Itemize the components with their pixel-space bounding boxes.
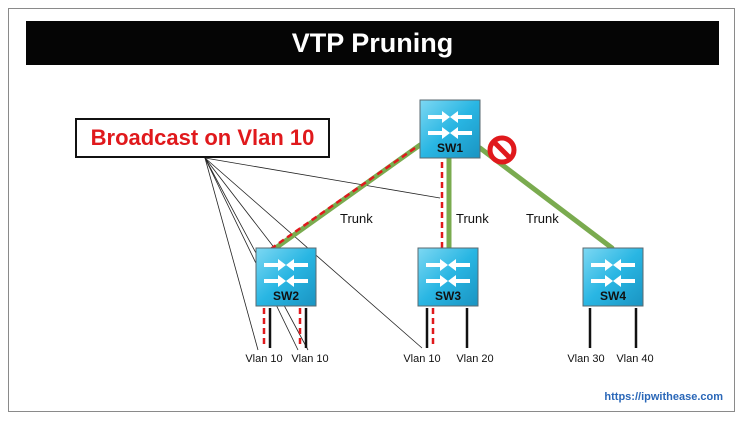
callout-text: Broadcast on Vlan 10	[90, 125, 315, 150]
switch-sw2: SW2	[255, 247, 317, 307]
slide-frame	[8, 8, 735, 412]
trunk-link-sw1-sw4	[477, 145, 615, 251]
page-title: VTP Pruning	[291, 27, 454, 58]
port-label-sw2-a: Vlan 10	[245, 353, 282, 365]
broadcast-path	[261, 146, 444, 347]
switch-label-sw4: SW4	[600, 289, 626, 303]
port-label-sw3-b: Vlan 20	[456, 353, 493, 365]
trunk-label-sw2: Trunk	[340, 211, 373, 226]
switch-label-sw2: SW2	[273, 289, 299, 303]
switch-label-sw1: SW1	[437, 141, 463, 155]
switch-sw3: SW3	[417, 247, 479, 307]
footer-url[interactable]: https://ipwithease.com	[604, 391, 723, 403]
prohibit-icon	[487, 135, 517, 165]
title-bar: VTP Pruning	[26, 21, 719, 65]
port-label-sw4-a: Vlan 30	[567, 353, 604, 365]
switch-sw4: SW4	[582, 247, 644, 307]
port-label-sw4-b: Vlan 40	[616, 353, 653, 365]
switch-sw1: SW1	[419, 99, 481, 159]
port-label-sw3-a: Vlan 10	[403, 353, 440, 365]
broadcast-callout: Broadcast on Vlan 10	[75, 118, 330, 158]
access-port-lines	[268, 308, 638, 348]
switch-label-sw3: SW3	[435, 289, 461, 303]
broadcast-pointer-lines	[204, 157, 441, 351]
trunk-label-sw3: Trunk	[456, 211, 489, 226]
port-label-sw2-b: Vlan 10	[291, 353, 328, 365]
trunk-label-sw4: Trunk	[526, 211, 559, 226]
